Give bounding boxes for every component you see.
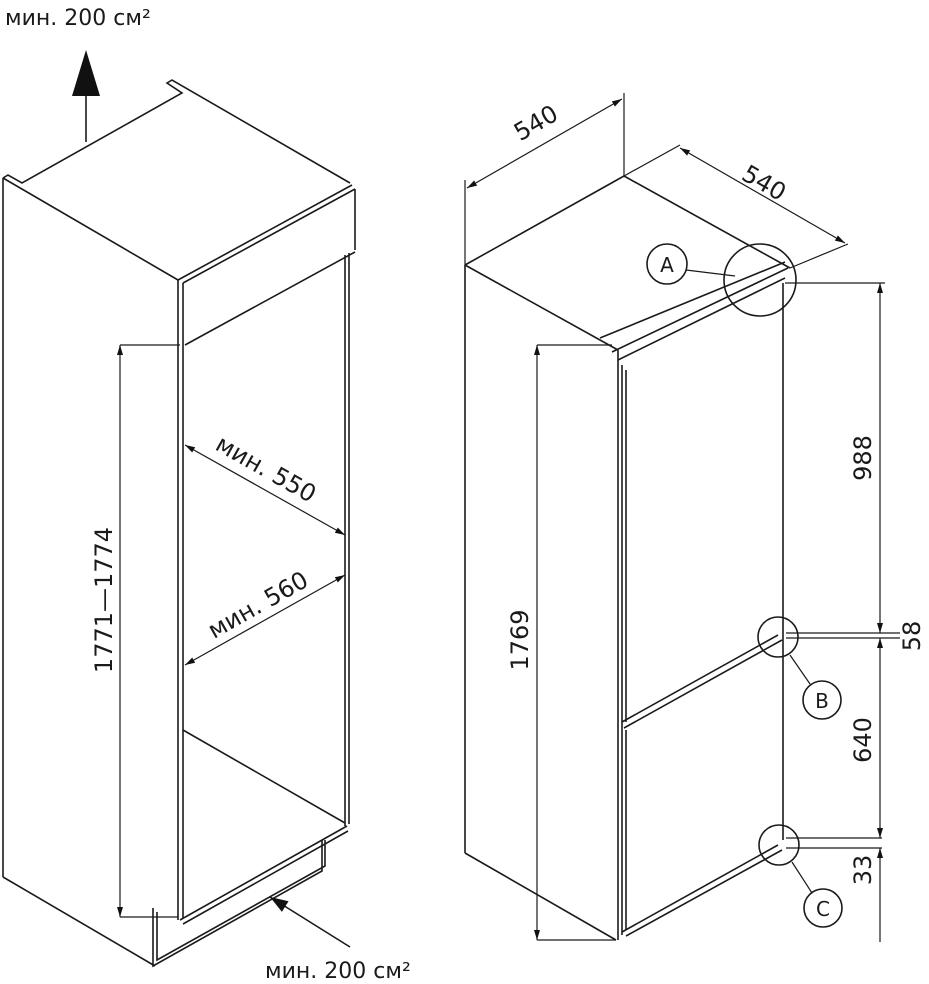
cabinet-side-bottom (2, 876, 156, 967)
detail-c-letter: C (816, 897, 830, 921)
bottom-label: 33 (849, 855, 877, 886)
lower-door-label: 640 (849, 717, 877, 763)
fridge-width-label: 540 (509, 99, 563, 146)
cabinet-top-front (2, 177, 179, 281)
fridge-height-label: 1769 (506, 609, 534, 670)
fridge-depth-label: 540 (737, 159, 791, 206)
gap-label: 58 (898, 621, 926, 652)
bottom-vent-arrow (269, 896, 351, 948)
cabinet-width-dimension (184, 574, 346, 666)
detail-c-marker (803, 888, 843, 928)
detail-a-marker (646, 243, 688, 285)
detail-b-marker (802, 680, 842, 720)
detail-b-letter: B (815, 689, 829, 713)
detail-b-circle (757, 616, 799, 658)
fridge-width-dimension (466, 98, 623, 189)
detail-a-circle (723, 243, 797, 317)
fridge-depth-dimension (679, 147, 846, 244)
cabinet-top-back (2, 79, 351, 184)
cabinet-width-label: мин. 560 (203, 566, 313, 645)
upper-door-label: 988 (849, 435, 877, 481)
detail-a-letter: A (660, 253, 674, 277)
fridge-drawing: 540 540 A B C (464, 93, 926, 942)
detail-c-circle (758, 824, 800, 866)
cabinet-drawing: мин. 200 см² 1771—1774 мин. 550 мин. 560… (2, 6, 411, 984)
bottom-vent-label: мин. 200 см² (265, 959, 411, 984)
top-vent-label: мин. 200 см² (5, 6, 151, 31)
cabinet-height-label: 1771—1774 (90, 527, 118, 673)
top-vent-arrow-head (72, 50, 100, 96)
cabinet-depth-dimension (184, 444, 346, 536)
